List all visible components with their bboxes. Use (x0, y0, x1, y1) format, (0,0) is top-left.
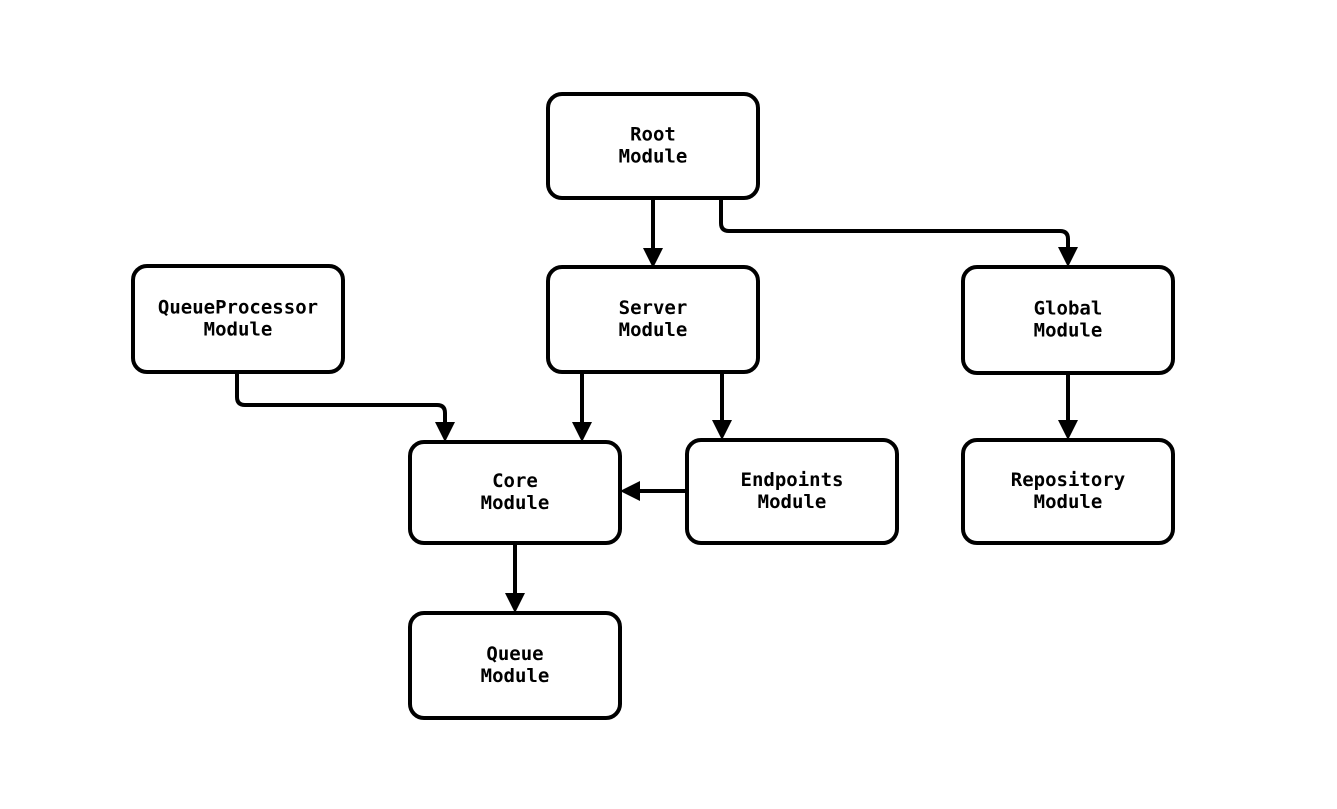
node-label-line1: Core (492, 470, 538, 492)
node-box[interactable] (961, 438, 1175, 545)
node-label-line1: Repository (1011, 469, 1125, 491)
edge-line (235, 372, 447, 428)
node-label-line1: Queue (486, 643, 543, 665)
node-label-line2: Module (481, 492, 550, 514)
node-label-line1: Global (1034, 298, 1103, 320)
edge-root-to-server (643, 198, 663, 268)
arrowhead-icon (572, 422, 592, 442)
arrowhead-icon (643, 248, 663, 268)
node-label-line1: QueueProcessor (158, 297, 318, 319)
nodes-layer: RootModuleQueueProcessorModuleServerModu… (131, 92, 1175, 720)
node-label-line2: Module (1034, 491, 1103, 513)
node-label-line1: Server (619, 297, 688, 319)
node-label-line2: Module (481, 665, 550, 687)
node-label-line2: Module (204, 319, 273, 341)
edge-server-to-core (572, 372, 592, 442)
edge-queueprocessor-to-core (235, 372, 455, 442)
arrowhead-icon (712, 420, 732, 440)
node-box[interactable] (546, 265, 760, 374)
node-box[interactable] (961, 265, 1175, 375)
node-box[interactable] (408, 440, 622, 545)
node-label-line2: Module (1034, 320, 1103, 342)
node-label-line1: Endpoints (741, 469, 844, 491)
node-label-line2: Module (619, 319, 688, 341)
edge-root-to-global (719, 198, 1078, 267)
edges-layer (235, 198, 1078, 613)
edge-line (719, 198, 1070, 253)
edge-core-to-queue (505, 543, 525, 613)
node-label-line2: Module (758, 491, 827, 513)
arrowhead-icon (435, 422, 455, 442)
node-box[interactable] (131, 264, 345, 374)
arrowhead-icon (1058, 420, 1078, 440)
node-box[interactable] (408, 611, 622, 720)
node-box[interactable] (546, 92, 760, 200)
arrowhead-icon (620, 481, 640, 501)
edge-server-to-endpoints (712, 372, 732, 440)
node-label-line1: Root (630, 124, 676, 146)
node-label-line2: Module (619, 146, 688, 168)
edge-global-to-repository (1058, 373, 1078, 440)
edge-endpoints-to-core (620, 481, 687, 501)
node-box[interactable] (685, 438, 899, 545)
arrowhead-icon (505, 593, 525, 613)
arrowhead-icon (1058, 247, 1078, 267)
